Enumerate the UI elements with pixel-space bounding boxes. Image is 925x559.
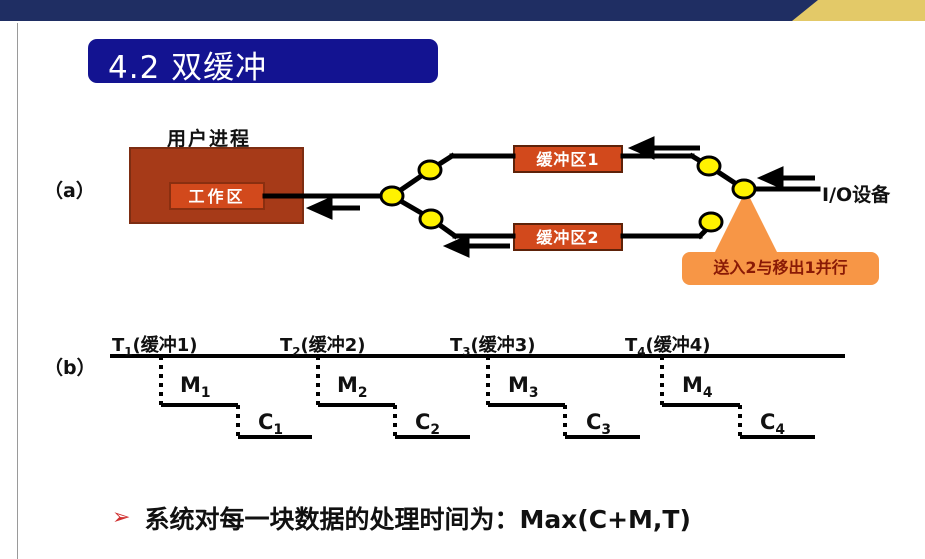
arrow-head-io <box>756 166 784 190</box>
callout-pointer <box>714 190 778 254</box>
switch-node-left-pivot <box>379 185 405 207</box>
footer-bullet-text: 系统对每一块数据的处理时间为：Max(C+M,T) <box>144 505 691 534</box>
timing-label-c2: C2 <box>415 410 441 439</box>
slide-title-box: 4.2 双缓冲 <box>88 39 438 86</box>
timing-label-c4: C4 <box>760 410 786 439</box>
wire-right-lower-diagonal <box>696 218 718 240</box>
left-vertical-rule <box>17 23 18 559</box>
wire-switch-lower-leg <box>388 192 434 222</box>
buffer-1-box: 缓冲区1 <box>513 145 623 173</box>
page-title: 4.2 双缓冲 <box>108 50 268 86</box>
buffer-2-box: 缓冲区2 <box>513 223 623 251</box>
timing-label-t1: T1(缓冲1) <box>112 335 198 359</box>
timing-label-c1: C1 <box>258 410 284 439</box>
timing-label-c3: C3 <box>586 410 612 439</box>
timing-label-t4: T4(缓冲4) <box>625 335 711 359</box>
wire-lower-node-diagonal <box>426 214 459 240</box>
part-b-label: （b） <box>44 357 96 379</box>
top-banner <box>0 0 925 21</box>
switch-node-left-lower <box>418 208 444 230</box>
switch-node-right-upper <box>696 155 722 177</box>
switch-node-left-upper <box>417 159 443 181</box>
arrow-head-buffer1 <box>627 136 655 160</box>
wire-right-upper-diagonal <box>688 152 716 172</box>
arrow-head-buffer2 <box>442 234 470 258</box>
work-area-box: 工作区 <box>169 182 265 210</box>
switch-node-right-lower <box>698 211 724 233</box>
wire-upper-node-diagonal <box>426 152 456 174</box>
wire-right-pivot-leg <box>708 164 748 193</box>
callout-box: 送入2与移出1并行 <box>682 252 879 285</box>
timing-label-m1: M1 <box>180 373 211 402</box>
user-process-caption: 用户进程 <box>167 128 252 150</box>
timing-label-t2: T2(缓冲2) <box>280 335 366 359</box>
timing-label-t3: T3(缓冲3) <box>450 335 536 359</box>
timing-label-m2: M2 <box>337 373 368 402</box>
footer-bullet-row: ➢ 系统对每一块数据的处理时间为：Max(C+M,T) <box>112 500 691 536</box>
banner-bottom-edge <box>0 21 925 23</box>
io-device-label: I/O设备 <box>822 184 891 206</box>
wire-switch-upper-leg <box>388 166 434 200</box>
timing-label-m3: M3 <box>508 373 539 402</box>
bullet-arrow-icon: ➢ <box>112 505 131 530</box>
banner-gold-accent <box>792 0 925 21</box>
timing-label-m4: M4 <box>682 373 713 402</box>
part-a-label: （a） <box>44 180 95 202</box>
arrow-head-workarea <box>305 196 333 220</box>
